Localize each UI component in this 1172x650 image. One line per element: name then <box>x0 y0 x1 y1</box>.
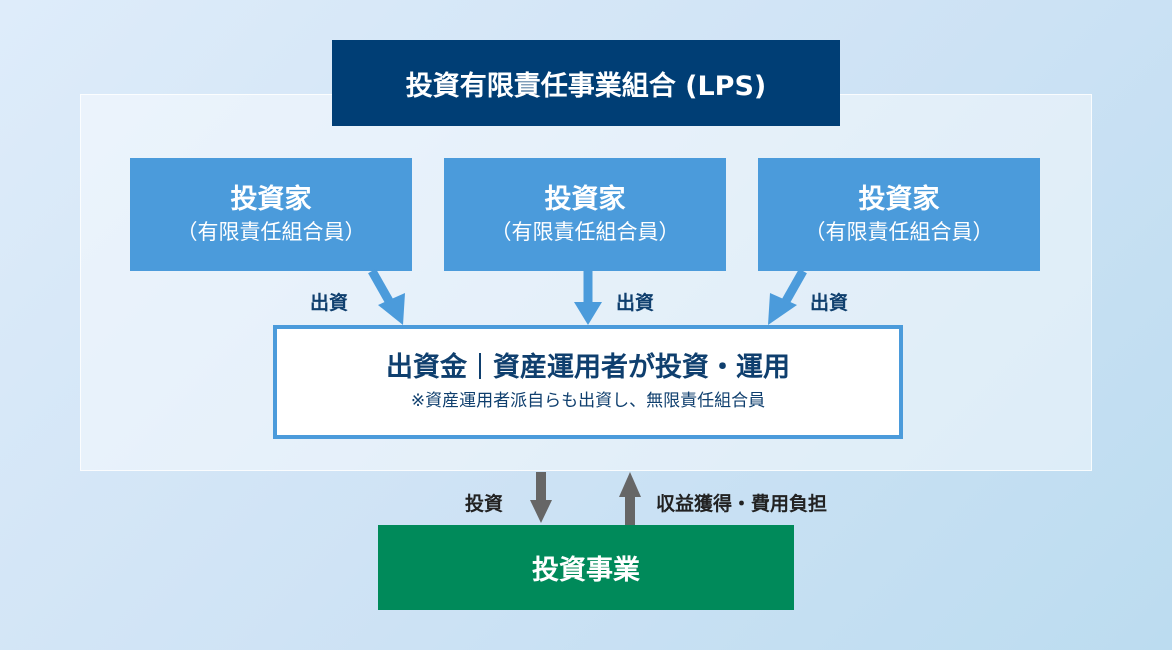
contribution-label-2: 出資 <box>616 292 655 314</box>
investor-box-2: 投資家 （有限責任組合員） <box>444 158 726 271</box>
separator <box>479 353 481 379</box>
investor-title: 投資家 <box>544 183 626 215</box>
contribution-label-3: 出資 <box>810 292 849 314</box>
return-label: 収益獲得・費用負担 <box>656 493 828 515</box>
return-arrow-up <box>625 495 635 525</box>
investor-subtitle: （有限責任組合員） <box>490 219 680 244</box>
fund-note: ※資産運用者派自らも出資し、無限責任組合員 <box>410 391 766 411</box>
fund-description: 資産運用者が投資・運用 <box>493 352 790 383</box>
business-box: 投資事業 <box>378 525 794 610</box>
investor-subtitle: （有限責任組合員） <box>176 219 366 244</box>
arrow-head <box>619 472 641 497</box>
investor-box-3: 投資家 （有限責任組合員） <box>758 158 1040 271</box>
arrow-head <box>530 500 552 523</box>
contribution-label-1: 出資 <box>310 292 349 314</box>
investor-subtitle: （有限責任組合員） <box>804 219 994 244</box>
arrow-head <box>378 293 405 325</box>
investor-box-1: 投資家 （有限責任組合員） <box>130 158 412 271</box>
invest-arrow-down <box>536 472 546 502</box>
fund-label: 出資金 <box>386 352 467 383</box>
lps-title: 投資有限責任事業組合 (LPS) <box>332 40 840 126</box>
arrow-head <box>574 302 602 325</box>
invest-label: 投資 <box>465 493 504 515</box>
investor-title: 投資家 <box>230 183 312 215</box>
fund-box: 出資金資産運用者が投資・運用 ※資産運用者派自らも出資し、無限責任組合員 <box>273 325 903 439</box>
investor-title: 投資家 <box>858 183 940 215</box>
arrow-head <box>768 293 797 325</box>
